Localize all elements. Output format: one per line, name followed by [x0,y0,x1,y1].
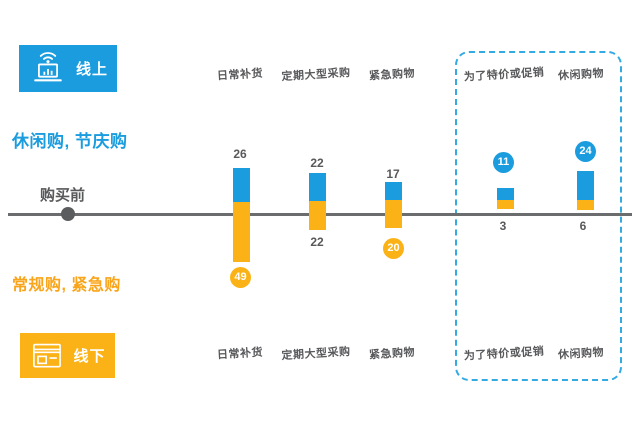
online-badge-label: 线上 [75,61,108,78]
axis-dot [61,207,75,221]
storefront-icon [33,343,62,367]
value-circle-online-leisure: 24 [575,141,596,162]
value-circle-offline-daily-restock: 49 [230,267,251,288]
bar-periodic-bulk [309,173,326,230]
online-badge: 线上 [19,45,117,92]
value-label-offline-leisure: 6 [579,219,587,233]
bar-segment-offline [385,200,402,228]
bar-segment-offline [309,201,326,230]
bar-segment-online [385,182,402,200]
bar-segment-online [577,171,594,200]
bar-promo-deal [497,188,514,209]
value-circle-offline-urgent-shopping: 20 [383,238,404,259]
bar-segment-online [233,168,250,202]
value-label-offline-periodic-bulk: 22 [310,235,324,249]
blue-meaning-label: 休闲购, 节庆购 [12,132,128,151]
offline-badge: 线下 [20,333,115,378]
bar-daily-restock [233,168,250,262]
value-label-offline-promo-deal: 3 [499,219,507,233]
bar-segment-offline [233,202,250,262]
bar-leisure [577,171,594,210]
promo-highlight-box [455,51,622,381]
axis-label: 购买前 [40,187,86,204]
bar-segment-offline [497,200,514,209]
offline-badge-label: 线下 [73,348,106,365]
laptop-wifi-icon [34,52,62,82]
bar-segment-online [497,188,514,200]
value-label-online-urgent-shopping: 17 [386,167,400,181]
value-label-online-daily-restock: 26 [233,147,247,161]
bar-segment-online [309,173,326,201]
value-label-online-periodic-bulk: 22 [310,156,324,170]
bar-segment-offline [577,200,594,210]
orange-meaning-label: 常规购, 紧急购 [12,277,121,294]
bar-urgent-shopping [385,182,402,228]
value-circle-online-promo-deal: 11 [493,152,514,173]
